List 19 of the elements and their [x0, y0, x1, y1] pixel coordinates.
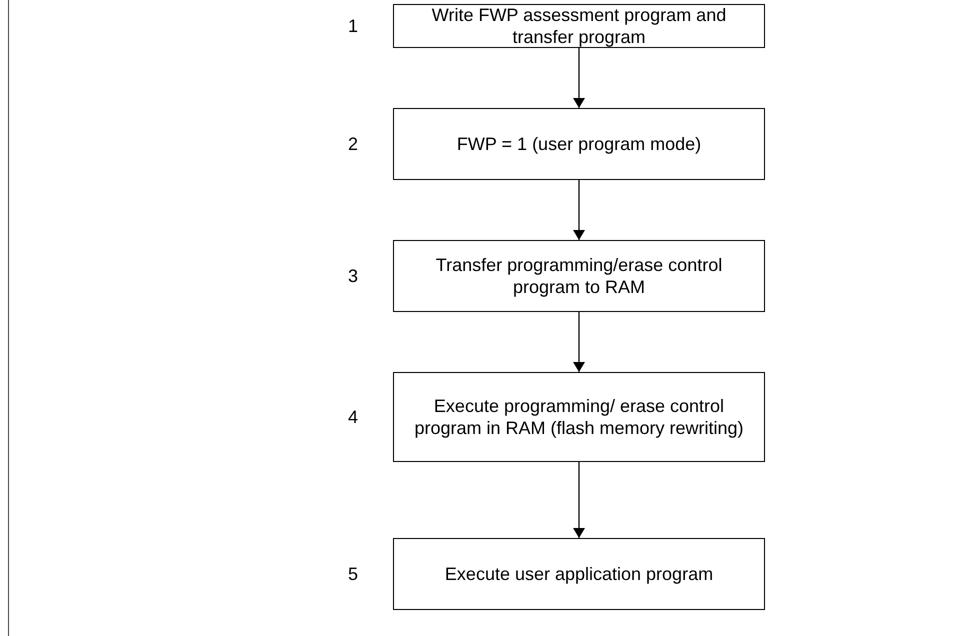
- process-box: [393, 240, 765, 312]
- process-box: [393, 538, 765, 610]
- arrow: [573, 312, 585, 372]
- process-box: [393, 108, 765, 180]
- step-number: 2: [346, 133, 359, 155]
- process-box: [393, 4, 765, 48]
- step-text: Execute user application program: [444, 563, 714, 585]
- process-box: [393, 372, 765, 462]
- arrow: [573, 180, 585, 240]
- step-number: 1: [346, 15, 359, 37]
- step-number: 4: [346, 406, 359, 428]
- step-text: Execute programming/ erase control program in RAM (flash memory rewriting): [413, 395, 745, 439]
- step-text: Transfer programming/erase control program to RAM: [434, 254, 724, 298]
- arrow: [573, 48, 585, 108]
- step-text: Write FWP assessment program and transfer program: [430, 4, 728, 48]
- step-text: FWP = 1 (user program mode): [456, 133, 702, 155]
- step-number: 3: [346, 265, 359, 287]
- step-number: 5: [346, 563, 359, 585]
- arrow: [573, 462, 585, 538]
